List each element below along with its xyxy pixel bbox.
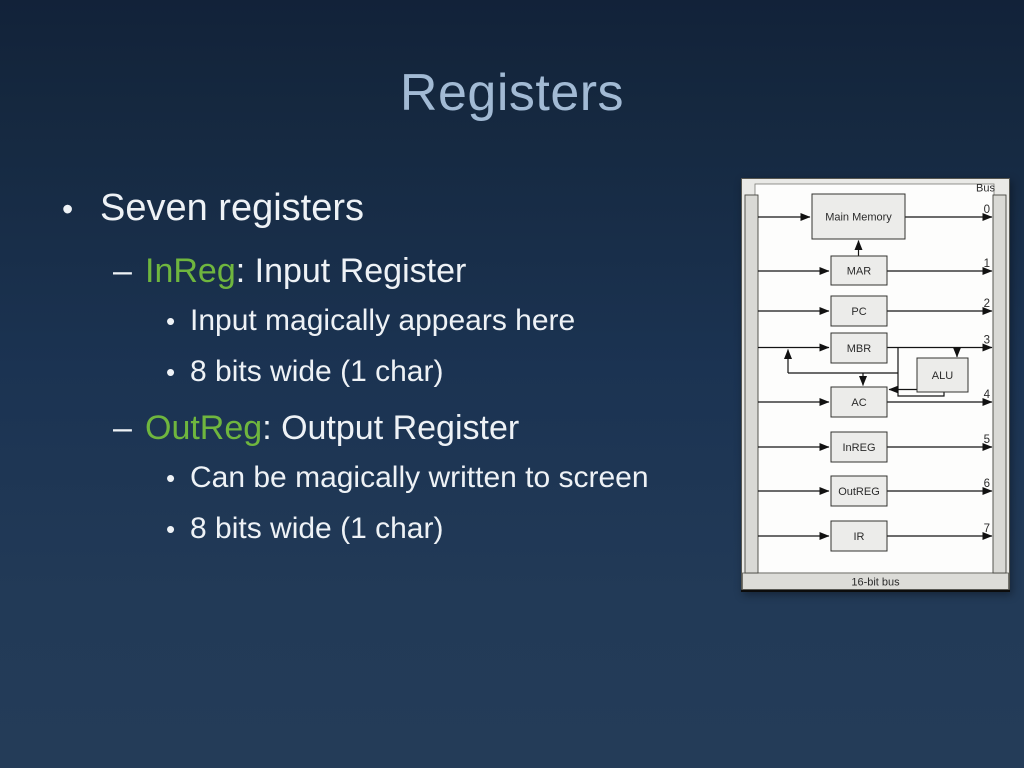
ac-box bbox=[830, 386, 888, 418]
outreg-label: OutREG bbox=[838, 486, 880, 498]
bullet-marker: • bbox=[62, 191, 74, 227]
ac-label: AC bbox=[851, 397, 866, 409]
bullet-item-outreg-width: • 8 bits wide (1 char) bbox=[166, 511, 443, 546]
pc-label: PC bbox=[851, 306, 866, 318]
bottom-bus-bar bbox=[742, 572, 1009, 590]
bullet-text: : Output Register bbox=[262, 409, 520, 447]
alu-label: ALU bbox=[932, 370, 953, 382]
left-bus-bar bbox=[744, 194, 759, 574]
bullet-item-input-magic: • Input magically appears here bbox=[166, 303, 575, 338]
bullet-item-inreg: – InReg : Input Register bbox=[113, 251, 466, 291]
bullet-text: Input magically appears here bbox=[190, 304, 576, 337]
mar-label: MAR bbox=[847, 266, 872, 278]
bullet-marker: – bbox=[113, 409, 132, 447]
bullet-marker: • bbox=[166, 463, 176, 493]
bullet-text: Can be magically written to screen bbox=[190, 461, 649, 494]
bus-line-number-6: 6 bbox=[984, 478, 990, 490]
bullet-item-inreg-width: • 8 bits wide (1 char) bbox=[166, 354, 443, 389]
bullet-text: 8 bits wide (1 char) bbox=[190, 355, 444, 388]
outreg-box bbox=[830, 475, 888, 507]
sixteen-bit-bus-caption: 16-bit bus bbox=[851, 577, 900, 589]
bullet-text: Seven registers bbox=[100, 187, 365, 229]
mbr-box bbox=[830, 332, 888, 364]
ir-label: IR bbox=[854, 531, 865, 543]
main-memory-label: Main Memory bbox=[825, 212, 892, 224]
pc-box bbox=[830, 295, 888, 327]
mar-box bbox=[830, 255, 888, 286]
alu-box bbox=[916, 357, 969, 393]
bus-line-number-0: 0 bbox=[984, 204, 990, 216]
bullet-item-outreg: – OutReg : Output Register bbox=[113, 408, 519, 448]
bullet-item-outreg-magic: • Can be magically written to screen bbox=[166, 460, 649, 495]
bullet-item-seven-registers: • Seven registers bbox=[62, 186, 364, 231]
mbr-label: MBR bbox=[847, 343, 872, 355]
bus-line-number-7: 7 bbox=[984, 523, 990, 535]
right-bus-bar bbox=[992, 194, 1007, 574]
bullet-text-keyword: OutReg bbox=[145, 409, 263, 447]
bus-caption: Bus bbox=[976, 183, 995, 195]
bus-architecture-diagram: Main Memory MAR PC MBR ALU AC InREG OutR… bbox=[741, 178, 1010, 592]
bus-line-number-3: 3 bbox=[984, 335, 990, 347]
bullet-marker: • bbox=[166, 357, 176, 387]
bullet-text: : Input Register bbox=[235, 252, 467, 290]
bus-line-number-5: 5 bbox=[984, 434, 990, 446]
slide-title: Registers bbox=[399, 64, 625, 122]
bullet-marker: • bbox=[166, 514, 176, 544]
bullet-marker: – bbox=[113, 252, 132, 290]
bus-line-number-4: 4 bbox=[984, 389, 991, 401]
ir-box bbox=[830, 520, 888, 552]
bullet-text-keyword: InReg bbox=[145, 252, 236, 290]
bullet-marker: • bbox=[166, 306, 176, 336]
inreg-label: InREG bbox=[842, 442, 875, 454]
inreg-box bbox=[830, 431, 888, 463]
bus-line-number-2: 2 bbox=[984, 298, 990, 310]
bullet-text: 8 bits wide (1 char) bbox=[190, 512, 444, 545]
bus-line-number-1: 1 bbox=[984, 258, 990, 270]
main-memory-box bbox=[811, 193, 906, 240]
